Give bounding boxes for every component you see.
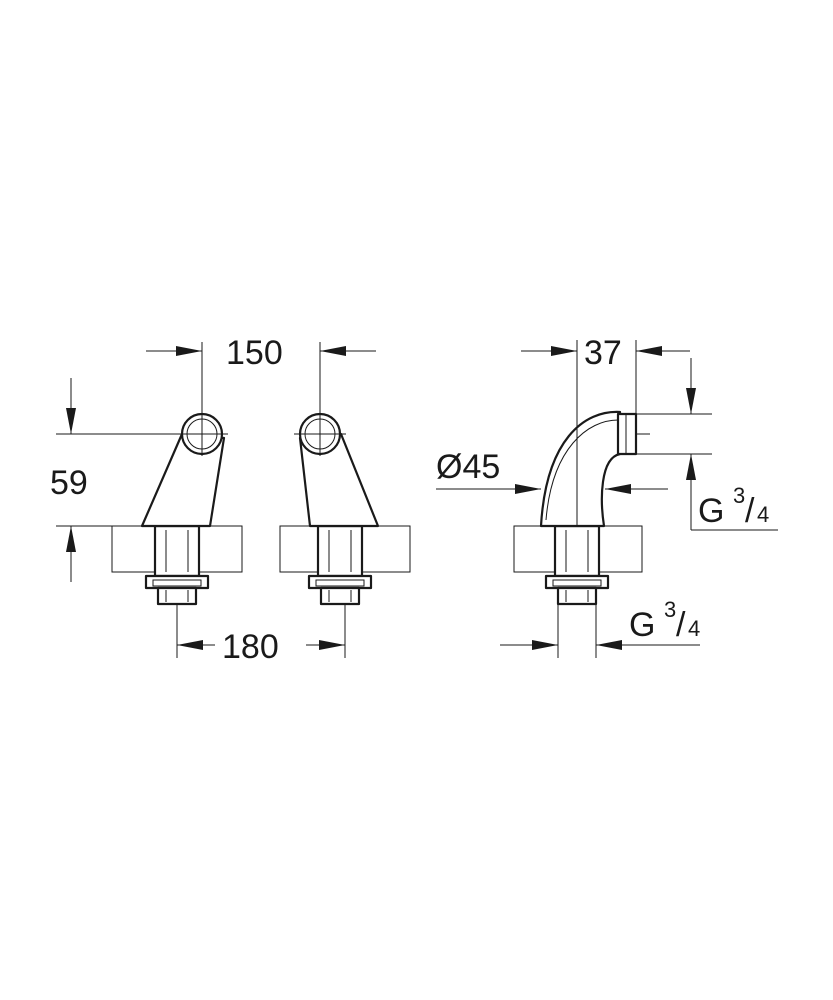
dimension-thread-bottom: G 3 / 4	[500, 597, 700, 658]
thread-side-slash: /	[745, 492, 755, 530]
right-fitting	[513, 410, 650, 606]
thread-side-numerator: 3	[733, 483, 745, 508]
thread-bottom-numerator: 3	[664, 597, 676, 622]
dimension-59: 59	[50, 378, 182, 582]
thread-side-prefix: G	[698, 492, 724, 530]
dimension-59-label: 59	[50, 464, 88, 502]
dimension-180-label: 180	[222, 628, 279, 666]
dimension-37-label: 37	[584, 334, 622, 372]
dimension-diameter-45: Ø45	[436, 448, 668, 494]
dimension-37: 37	[521, 334, 690, 526]
thread-bottom-prefix: G	[629, 606, 655, 644]
middle-fitting	[279, 408, 411, 606]
dimension-150: 150	[146, 334, 376, 434]
left-fitting	[111, 408, 243, 606]
thread-bottom-denominator: 4	[688, 616, 700, 641]
dimension-thread-side: G 3 / 4	[632, 358, 778, 531]
dimension-150-label: 150	[226, 334, 283, 372]
thread-bottom-slash: /	[676, 606, 686, 644]
dimension-diameter-label: Ø45	[436, 448, 500, 486]
dimension-180: 180	[176, 604, 346, 666]
thread-side-denominator: 4	[757, 502, 769, 527]
